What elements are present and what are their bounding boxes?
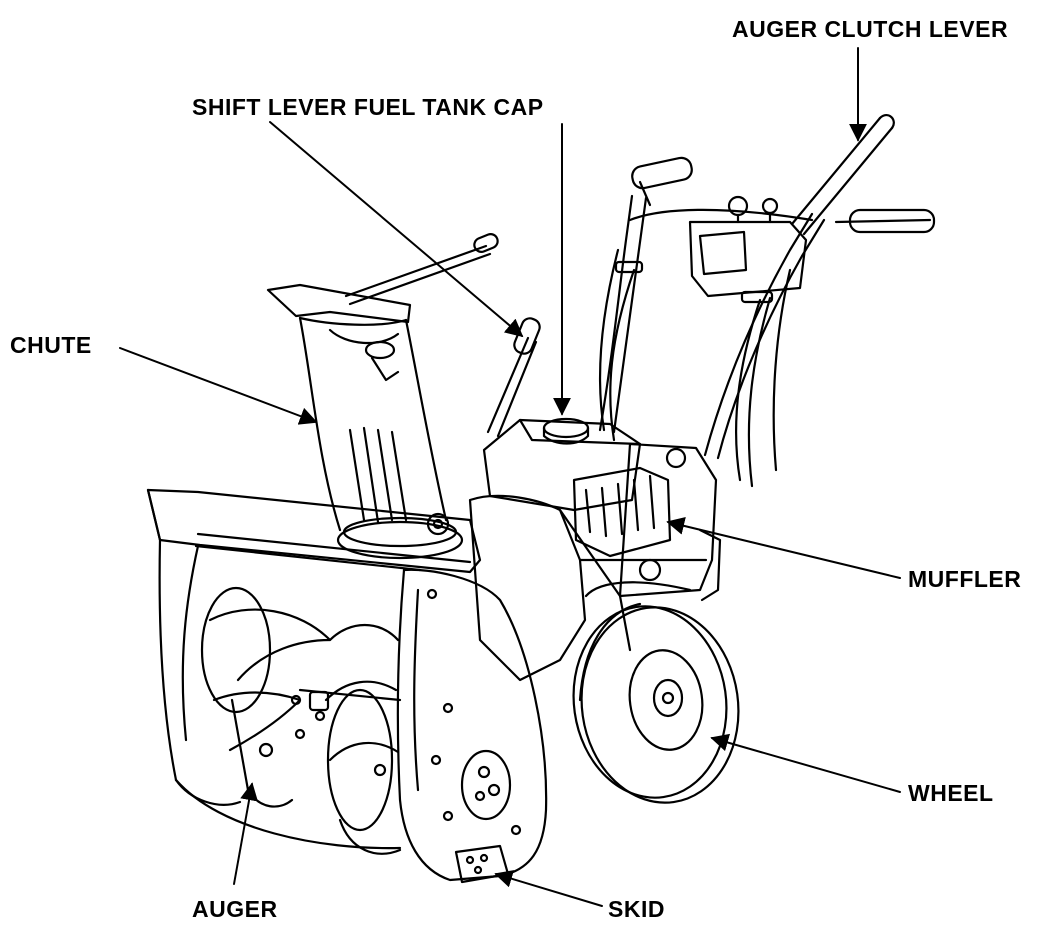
leader-skid [496,874,602,906]
chute [268,232,500,558]
label-skid: SKID [608,898,665,921]
handlebar-assembly [600,115,934,486]
label-muffler: MUFFLER [908,568,1021,591]
label-shift-lever-fuel-tank-cap: SHIFT LEVER FUEL TANK CAP [192,96,544,119]
label-wheel: WHEEL [908,782,994,805]
wheel [561,596,751,813]
leader-shift-lever [270,122,522,336]
label-chute: CHUTE [10,334,92,357]
leader-muffler [668,522,900,578]
leader-chute [120,348,316,422]
leader-wheel [712,738,900,792]
label-auger-clutch-lever: AUGER CLUTCH LEVER [732,18,1008,41]
auger-housing [148,490,546,882]
shift-lever [488,316,542,436]
leader-auger [234,784,252,884]
label-auger: AUGER [192,898,278,921]
